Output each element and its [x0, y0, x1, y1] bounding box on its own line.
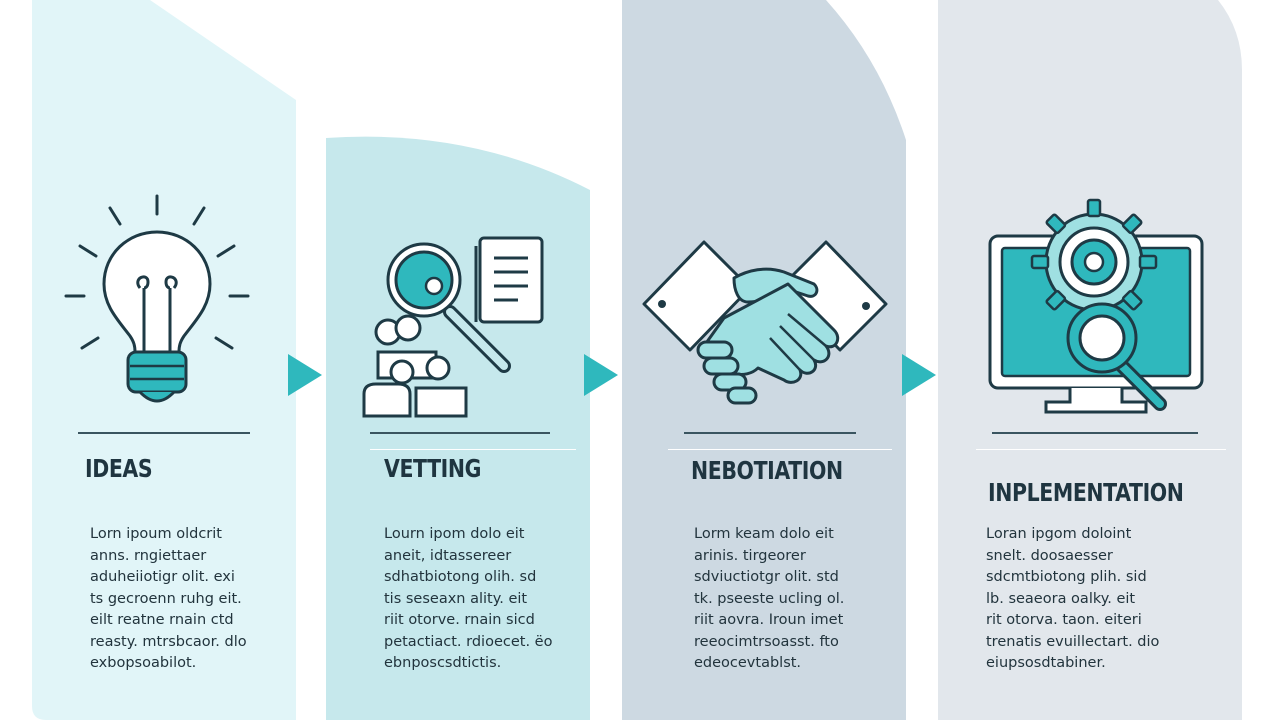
divider — [668, 449, 892, 450]
arrow-right-icon — [288, 354, 322, 396]
step-panel-negotiation: NEBOTIATION Lorm keam dolo eit arinis. t… — [620, 0, 910, 720]
monitor-gears-magnifier-icon — [988, 198, 1204, 414]
step-title: VETTING — [384, 454, 482, 483]
step-panel-vetting: VETTING Lourn ipom dolo eit aneit, idtas… — [320, 0, 600, 720]
step-description: Lourn ipom dolo eit aneit, idtassereer s… — [384, 526, 553, 671]
magnifier-people-document-icon — [362, 236, 544, 418]
step-title: NEBOTIATION — [691, 456, 843, 485]
step-description: Lorn ipoum oldcrit anns. rngiettaer aduh… — [90, 526, 247, 671]
step-title: INPLEMENTATION — [988, 478, 1184, 507]
divider — [78, 432, 250, 434]
step-description: Lorm keam dolo eit arinis. tirgeorer sdv… — [694, 526, 845, 671]
step-panel-ideas: IDEAS Lorn ipoum oldcrit anns. rngiettae… — [0, 0, 300, 720]
step-description: Loran ipgom doloint snelt. doosaesser sd… — [986, 526, 1160, 671]
divider — [992, 432, 1198, 434]
step-title: IDEAS — [85, 454, 153, 483]
divider — [976, 449, 1226, 450]
step-panel-implementation: INPLEMENTATION Loran ipgom doloint snelt… — [936, 0, 1246, 720]
divider — [370, 449, 576, 450]
divider — [370, 432, 550, 434]
lightbulb-icon — [64, 194, 250, 403]
handshake-icon — [642, 240, 888, 405]
divider — [684, 432, 856, 434]
